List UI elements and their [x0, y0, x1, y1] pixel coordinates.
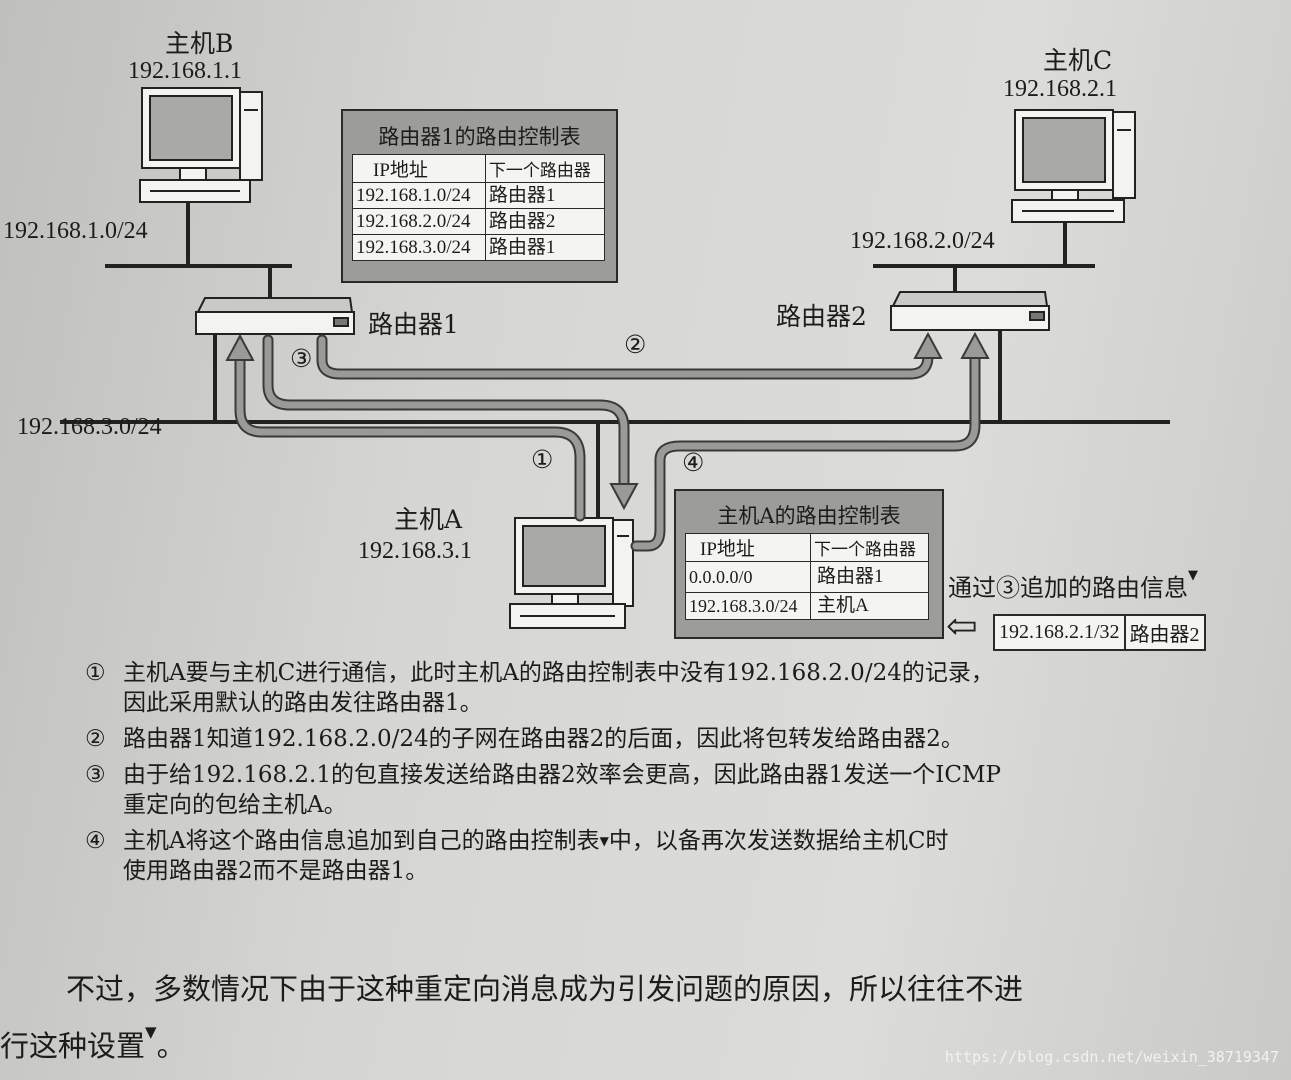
router1-table-header-ip: IP地址 [352, 154, 486, 183]
hostA-row2-ip: 192.168.3.0/24 [684, 592, 812, 620]
hostA-routing-table: 主机A的路由控制表 IP地址 下一个路由器 0.0.0.0/0 路由器1 192… [674, 489, 944, 639]
host-c-ip: 192.168.2.1 [1003, 76, 1117, 102]
router2-icon [890, 291, 1050, 331]
table-row: 192.168.3.0/24 主机A [684, 592, 929, 620]
note4-line1: 主机A将这个路由信息追加到自己的路由控制表▼中，以备再次发送数据给主机C时 [123, 826, 948, 856]
hostA-table-title: 主机A的路由控制表 [717, 504, 901, 528]
arrow-step3 [262, 334, 630, 491]
hostA-row1-ip: 0.0.0.0/0 [684, 561, 812, 593]
router1-table-title: 路由器1的路由控制表 [378, 125, 581, 149]
arrowhead-step3 [609, 483, 639, 511]
note4-text-a: 主机A将这个路由信息追加到自己的路由控制表 [123, 828, 600, 854]
list-item: ② 路由器1知道192.168.2.0/24的子网在路由器2的后面，因此将包转发… [85, 724, 1001, 754]
added-route-next: 路由器2 [1123, 614, 1206, 651]
note1-number: ① [85, 660, 106, 686]
host-c-computer-icon [1011, 109, 1136, 223]
note2-line1: 路由器1知道192.168.2.0/24的子网在路由器2的后面，因此将包转发给路… [123, 726, 964, 752]
note4-text-b: 中，以备再次发送数据给主机C时 [608, 828, 949, 854]
table-row: 192.168.2.1/32 路由器2 [993, 614, 1206, 651]
router1-row1-ip: 192.168.1.0/24 [352, 182, 486, 209]
paragraph-line2-text: 行这种设置 [0, 1029, 146, 1063]
arrow-step1 [234, 344, 586, 522]
router1-icon [195, 297, 355, 335]
flow-arrows [234, 334, 981, 552]
note1-line1: 主机A要与主机C进行通信，此时主机A的路由控制表中没有192.168.2.0/2… [123, 660, 994, 686]
router1-label: 路由器1 [368, 310, 459, 339]
paragraph-line1: 不过，多数情况下由于这种重定向消息成为引发问题的原因，所以往往不进 [66, 972, 1024, 1006]
paragraph-line2-end: 。 [156, 1029, 186, 1063]
table-row: 192.168.3.0/24 路由器1 [352, 234, 606, 261]
list-item: ④ 主机A将这个路由信息追加到自己的路由控制表▼中，以备再次发送数据给主机C时 … [85, 826, 1001, 886]
router1-row3-next: 路由器1 [484, 234, 606, 261]
step-marker-2: ② [624, 330, 647, 359]
host-b-ip: 192.168.1.1 [128, 58, 242, 84]
arrowhead-step2 [913, 331, 943, 359]
step-marker-1: ① [531, 445, 554, 474]
network-label-1: 192.168.1.0/24 [3, 218, 148, 244]
left-arrow-icon: ⇦ [946, 604, 978, 648]
host-a-name: 主机A [394, 505, 463, 534]
host-b-computer-icon [139, 87, 263, 203]
watermark-url: https://blog.csdn.net/weixin_38719347 [944, 1048, 1279, 1066]
network-label-2: 192.168.2.0/24 [850, 228, 995, 254]
host-c-name: 主机C [1043, 46, 1113, 75]
host-a-computer-icon [509, 517, 634, 629]
router1-table-header-next: 下一个路由器 [484, 154, 606, 183]
added-route-caption-text: 通过③追加的路由信息 [948, 574, 1188, 602]
note3-line1: 由于给192.168.2.1的包直接发送给路由器2效率会更高，因此路由器1发送一… [123, 762, 1001, 788]
network-label-3: 192.168.3.0/24 [17, 414, 162, 440]
note4-line2: 使用路由器2而不是路由器1。 [123, 858, 429, 884]
router2-label: 路由器2 [776, 302, 867, 331]
added-route-ip: 192.168.2.1/32 [993, 614, 1126, 651]
note3-number: ③ [85, 762, 106, 788]
explanation-notes: ① 主机A要与主机C进行通信，此时主机A的路由控制表中没有192.168.2.0… [85, 658, 1001, 892]
hostA-table-header-ip: IP地址 [684, 533, 812, 562]
host-a-ip: 192.168.3.1 [358, 538, 472, 564]
paragraph-line2: 行这种设置▼。 [0, 1023, 186, 1065]
footnote-marker: ▼ [599, 834, 609, 848]
router1-row3-ip: 192.168.3.0/24 [352, 234, 486, 261]
router1-routing-table: 路由器1的路由控制表 IP地址 下一个路由器 192.168.1.0/24 路由… [341, 109, 618, 283]
arrow-step2 [316, 334, 934, 380]
arrowhead-step4 [960, 331, 990, 359]
note2-number: ② [85, 726, 106, 752]
list-item: ③ 由于给192.168.2.1的包直接发送给路由器2效率会更高，因此路由器1发… [85, 760, 1001, 820]
hostA-table-header-next: 下一个路由器 [810, 533, 929, 562]
arrow-step4 [630, 344, 981, 552]
added-route-table: 192.168.2.1/32 路由器2 [993, 614, 1206, 651]
arrow-heads [225, 331, 990, 511]
added-route-caption: 通过③追加的路由信息▼ [948, 568, 1198, 603]
footnote-marker: ▼ [1188, 568, 1198, 583]
table-row: 0.0.0.0/0 路由器1 [684, 561, 929, 593]
table-row: 192.168.1.0/24 路由器1 [352, 182, 606, 209]
note4-number: ④ [85, 828, 106, 854]
table-row: 192.168.2.0/24 路由器2 [352, 208, 606, 235]
router1-row2-ip: 192.168.2.0/24 [352, 208, 486, 235]
hostA-table-grid: IP地址 下一个路由器 0.0.0.0/0 路由器1 192.168.3.0/2… [684, 533, 929, 620]
footnote-marker: ▼ [145, 1023, 157, 1041]
step-marker-3: ③ [290, 344, 313, 373]
arrowhead-step1 [225, 333, 255, 361]
router1-row1-next: 路由器1 [484, 182, 606, 209]
hostA-row2-next: 主机A [810, 592, 929, 620]
hostA-row1-next: 路由器1 [810, 561, 929, 593]
note1-line2: 因此采用默认的路由发往路由器1。 [123, 690, 483, 716]
router1-table-grid: IP地址 下一个路由器 192.168.1.0/24 路由器1 192.168.… [352, 154, 606, 261]
step-marker-4: ④ [682, 448, 705, 477]
host-b-name: 主机B [165, 29, 234, 58]
router1-row2-next: 路由器2 [484, 208, 606, 235]
note3-line2: 重定向的包给主机A。 [123, 792, 347, 818]
list-item: ① 主机A要与主机C进行通信，此时主机A的路由控制表中没有192.168.2.0… [85, 658, 1001, 718]
